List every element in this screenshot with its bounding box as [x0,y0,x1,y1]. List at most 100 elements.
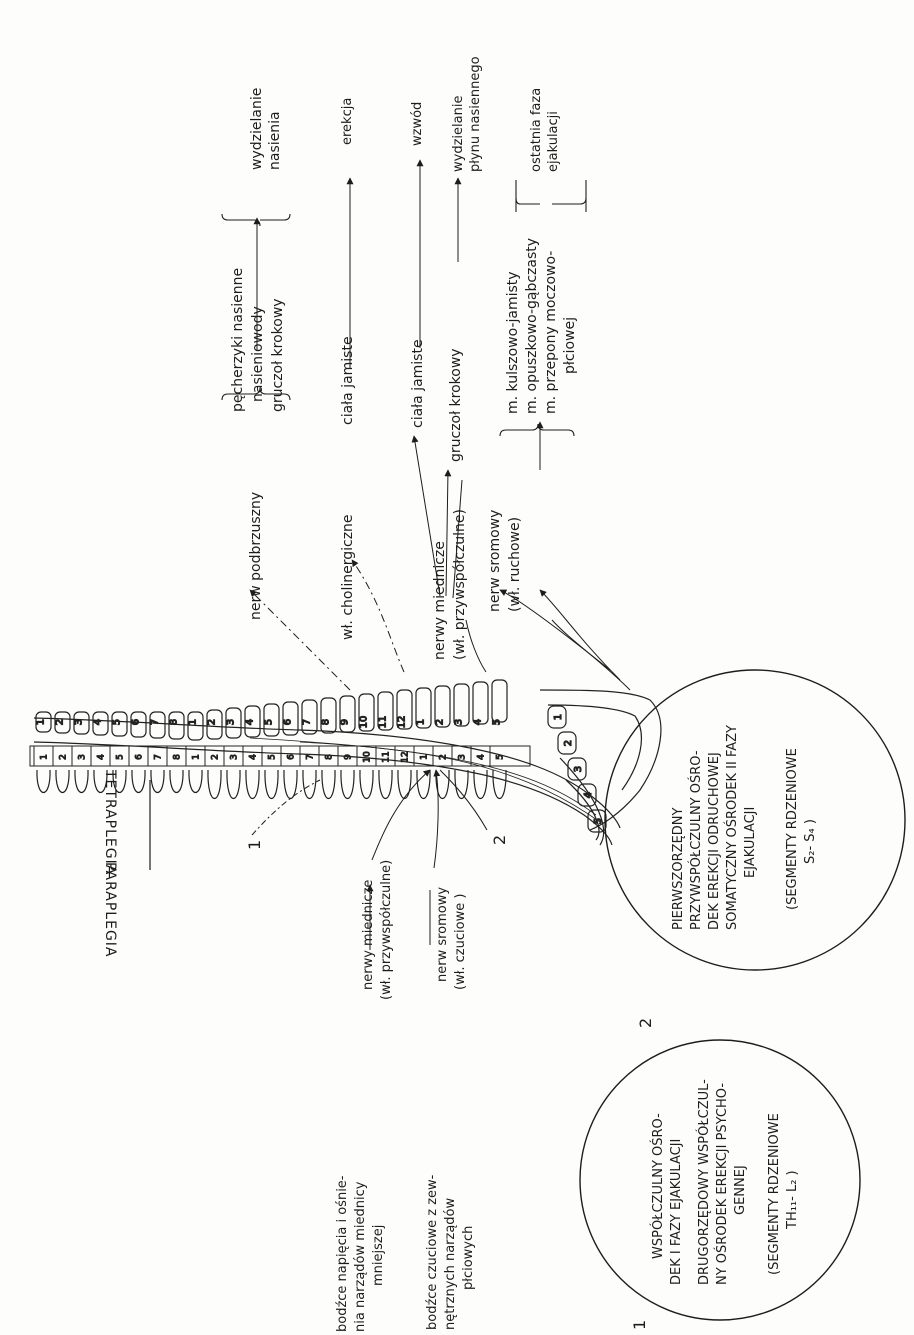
vertebral-body-number: 7 [302,719,313,725]
spinous-process [360,770,373,799]
vertebral-body-number: 2 [207,719,218,725]
center-1-number: 1 [630,1320,649,1330]
segment-number: 1 [420,754,430,760]
segment-number: 2 [59,754,69,760]
callout-1-label: 1 [245,840,264,850]
sacral-segment-number: 1 [553,714,564,720]
callout-2-label: 2 [490,835,509,845]
segment-number: 8 [173,754,183,760]
segment-number: 3 [78,754,88,760]
spinous-process [37,770,50,793]
segment-number: 5 [116,754,126,760]
pelvic-effect-2: wydzielanie płynu nasiennego [450,56,484,172]
spinous-process [493,770,506,799]
segment-number: 7 [306,754,316,760]
vertebral-body [321,698,336,733]
vertebral-body [340,696,355,732]
vertebral-body-number: 1 [188,719,199,725]
vertebral-body-number: 10 [359,716,370,729]
segment-number: 5 [496,754,506,760]
vertebral-body-number: 6 [131,719,142,725]
vertebral-body-number: 4 [473,719,484,725]
spinous-process [56,770,69,793]
vertebral-body-number: 8 [321,719,332,725]
final-phase-label: ostatnia faza ejakulacji [528,88,562,172]
vertebral-body-number: 5 [112,719,123,725]
vertebral-body-number: 5 [264,719,275,725]
spinous-process [322,770,335,799]
segment-number: 7 [154,754,164,760]
pelvic-stimuli-label: bodźce napięcia i ośnie- nia narządów mi… [334,1176,388,1333]
spinous-process [227,770,240,799]
segment-number: 9 [344,754,354,760]
sacral-segment-number: 3 [573,766,584,772]
spinal-cord [34,718,620,845]
center-2-text: PIERWSZORZĘDNY PRZYWSPÓŁCZULNY OŚRO- DEK… [670,725,820,930]
spinous-process [379,770,392,799]
segment-number: 6 [287,754,297,760]
vertebral-body [473,682,488,724]
segment-number: 3 [230,754,240,760]
pudendal-sensory-label: nerw sromowy (wł. czuciowe ) [434,887,470,990]
vertebral-body-number: 2 [55,719,66,725]
segment-number: 4 [477,754,487,760]
pelvic-target-1: ciała jamiste [410,339,426,428]
spinous-process [303,770,316,799]
emission-label: wydzielanie nasienia [248,88,284,170]
spinous-process [284,770,297,799]
vertebral-body-number: 2 [435,719,446,725]
vertebral-body-number: 3 [226,719,237,725]
segment-number: 1 [192,754,202,760]
vertebral-body-number: 1 [416,719,427,725]
spinous-process [170,770,183,793]
cholinergic-target: ciała jamiste [340,336,356,425]
vertebral-body-number: 3 [74,719,85,725]
pelvic-effect-1: wzwód [410,102,425,146]
vertebral-body-number: 5 [492,719,503,725]
spinous-process [398,770,411,799]
spinous-process [341,770,354,799]
segment-number: 4 [249,754,259,760]
vertebral-body-number: 8 [169,719,180,725]
vertebral-body-number: 3 [454,719,465,725]
spinous-process [265,770,278,799]
spinous-process [132,770,145,793]
vertebral-body-number: 9 [340,719,351,725]
segment-number: 6 [135,754,145,760]
vertebral-body-number: 6 [283,719,294,725]
erection-label: erekcja [340,98,355,145]
hypogastric-targets: pęcherzyki nasienne nasieniowody gruczoł… [228,268,288,412]
afferent-pelvic-nerves: nerwy miednicze (wł. przywspółczulne) [360,860,396,1000]
spinous-process [246,770,259,799]
spinous-process [189,770,202,793]
segment-number: 3 [458,754,468,760]
vertebral-body-number: 12 [397,716,408,729]
spinous-process [417,770,430,799]
segment-number: 8 [325,754,335,760]
hypogastric-nerve-label: nerw podbrzuszny [248,492,264,620]
segment-number: 10 [363,751,373,763]
external-stimuli-label: bodźce czuciowe z zew- nętrznych narządó… [424,1175,478,1330]
pudendal-targets: m. kulszowo-jamisty m. opuszkowo-gąbczas… [504,238,580,414]
vertebral-body-number: 4 [93,719,104,725]
sacral-segment-number: 2 [563,740,574,746]
vertebral-body-number: 4 [245,719,256,725]
vertebral-body [492,680,507,722]
spinous-process [208,770,221,799]
pelvic-nerves-label: nerwy miednicze (wł. przywspółczulne) [430,509,470,660]
cholinergic-label: wł. cholinergiczne [340,514,356,640]
tetraplegia-label: TETRAPLEGIA [102,770,118,875]
spinous-process [151,770,164,793]
pelvic-target-2: gruczoł krokowy [448,348,464,462]
segment-number: 1 [40,754,50,760]
spinous-process [75,770,88,793]
vertebral-body-number: 7 [150,719,161,725]
segment-number: 12 [401,751,411,762]
segment-number: 11 [382,751,392,762]
segment-number: 2 [439,754,449,760]
vertebral-body-number: 1 [36,719,47,725]
paraplegia-label: PARAPLEGIA [102,862,118,958]
center-1-text: WSPÓŁCZULNY OŚRO- DEK I FAZY EJAKULACJI … [650,1079,802,1285]
